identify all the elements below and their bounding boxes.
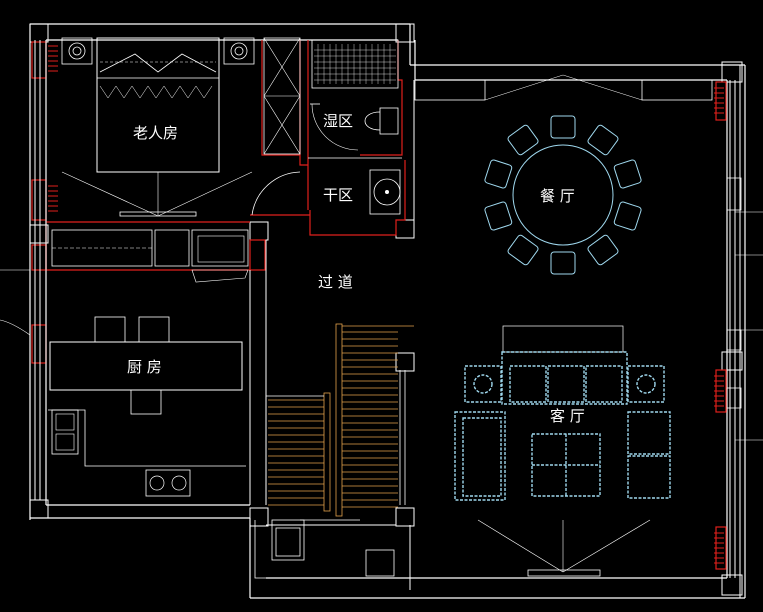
dining-chair bbox=[613, 201, 642, 231]
label-dining: 餐 厅 bbox=[540, 187, 575, 205]
dining-chair bbox=[484, 159, 513, 189]
dining-chair bbox=[587, 124, 619, 156]
window-hatching bbox=[48, 45, 724, 564]
laundry-area bbox=[254, 519, 395, 579]
staircase bbox=[266, 323, 414, 517]
label-wet-zone: 湿区 bbox=[323, 112, 353, 130]
dining-chair bbox=[550, 251, 576, 275]
label-kitchen: 厨 房 bbox=[127, 358, 162, 376]
label-elder-bedroom: 老人房 bbox=[133, 124, 178, 142]
dining-projection bbox=[484, 74, 643, 101]
window-frames bbox=[414, 79, 742, 409]
dining-chair bbox=[587, 234, 619, 266]
label-living: 客 厅 bbox=[550, 407, 585, 425]
dining-chair bbox=[613, 159, 642, 189]
label-corridor: 过 道 bbox=[318, 273, 353, 291]
outer-walls bbox=[29, 23, 746, 599]
elder-bedroom bbox=[61, 37, 301, 217]
dining-table bbox=[484, 115, 642, 275]
exterior-marks bbox=[0, 211, 763, 441]
label-dry-zone: 干区 bbox=[323, 186, 353, 204]
dining-chair bbox=[484, 201, 513, 231]
dining-chair bbox=[507, 124, 539, 156]
interior-walls bbox=[29, 40, 741, 598]
dining-chair bbox=[507, 234, 539, 266]
kitchen bbox=[48, 229, 249, 497]
bathroom bbox=[308, 39, 402, 215]
living-room bbox=[454, 325, 671, 577]
structural-columns bbox=[29, 23, 743, 596]
red-wall-segments bbox=[31, 40, 727, 570]
dining-chair bbox=[550, 115, 576, 139]
